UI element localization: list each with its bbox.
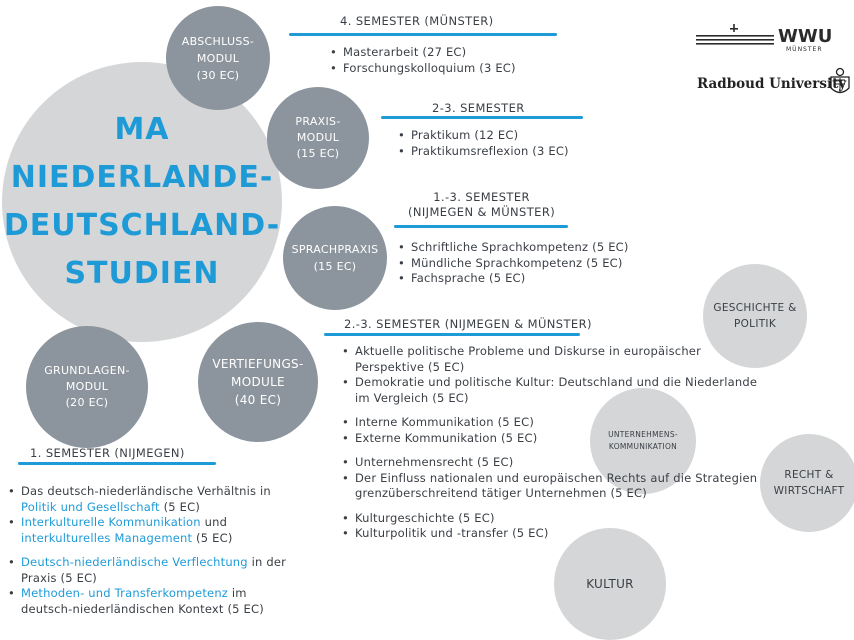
praxismodul-label: PRAXIS- MODUL (15 EC) (295, 115, 341, 160)
vertiefungsmodule-circle: VERTIEFUNGS- MODULE (40 EC) (198, 322, 318, 442)
wwu-logo-subtext: MÜNSTER (786, 46, 823, 53)
list-item: Deutsch-niederländische Verflechtung in … (8, 555, 300, 586)
program-title: MA NIEDERLANDE- DEUTSCHLAND- STUDIEN (3, 112, 281, 291)
program-title-circle: MA NIEDERLANDE- DEUTSCHLAND- STUDIEN (2, 62, 282, 342)
semester-2-3-vertiefung-list: Aktuelle politische Probleme und Diskurs… (342, 344, 762, 542)
semester-1-3-heading: 1.-3. SEMESTER (NIJMEGEN & MÜNSTER) (408, 190, 556, 219)
list-item: Masterarbeit (27 EC) (330, 45, 516, 61)
list-item: Methoden- und Transferkompetenz im deuts… (8, 586, 300, 617)
kultur-circle: KULTUR (554, 528, 666, 640)
sprachpraxis-label: SPRACHPRAXIS (15 EC) (291, 243, 379, 273)
semester-1-list: Das deutsch-niederländische Verhältnis i… (8, 484, 300, 617)
semester-1-heading: 1. SEMESTER (NIJMEGEN) (30, 446, 185, 460)
semester-2-3-praxis-list: Praktikum (12 EC) Praktikumsreflexion (3… (398, 128, 569, 159)
semester-2-3-praxis-heading: 2-3. SEMESTER (432, 101, 525, 115)
grundlagenmodul-circle: GRUNDLAGEN- MODUL (20 EC) (26, 326, 148, 448)
vertiefungsmodule-label: VERTIEFUNGS- MODULE (40 EC) (212, 357, 304, 407)
semester-2-3-vertiefung-underline (324, 333, 580, 336)
recht-wirtschaft-circle: RECHT & WIRTSCHAFT (760, 434, 854, 532)
semester-4-list: Masterarbeit (27 EC) Forschungskolloquiu… (330, 45, 516, 76)
list-item: Praktikum (12 EC) (398, 128, 569, 144)
list-item: Das deutsch-niederländische Verhältnis i… (8, 484, 300, 515)
kultur-label: KULTUR (586, 577, 634, 591)
list-item: Fachsprache (5 EC) (398, 271, 629, 287)
list-item: Demokratie und politische Kultur: Deutsc… (342, 375, 762, 406)
wwu-logo-text: WWU (778, 26, 833, 47)
list-item: Der Einfluss nationalen und europäischen… (342, 471, 762, 502)
recht-wirtschaft-label: RECHT & WIRTSCHAFT (773, 469, 845, 497)
list-item: Praktikumsreflexion (3 EC) (398, 144, 569, 160)
list-item: Kulturgeschichte (5 EC) (342, 511, 762, 527)
sprachpraxis-circle: SPRACHPRAXIS (15 EC) (283, 206, 387, 310)
abschlussmodul-label: ABSCHLUSS- MODUL (30 EC) (181, 34, 255, 82)
list-item: Externe Kommunikation (5 EC) (342, 431, 762, 447)
geschichte-politik-label: GESCHICHTE & POLITIK (713, 302, 797, 330)
semester-2-3-vertiefung-heading: 2.-3. SEMESTER (NIJMEGEN & MÜNSTER) (344, 317, 592, 331)
list-item: Forschungskolloquium (3 EC) (330, 61, 516, 77)
semester-2-3-praxis-underline (381, 116, 583, 119)
semester-4-underline (289, 33, 557, 36)
radboud-logo-text: Radboud University (697, 76, 847, 92)
abschlussmodul-circle: ABSCHLUSS- MODUL (30 EC) (166, 6, 270, 110)
list-item: Schriftliche Sprachkompetenz (5 EC) (398, 240, 629, 256)
semester-4-heading: 4. SEMESTER (MÜNSTER) (340, 14, 494, 28)
list-item: Kulturpolitik und -transfer (5 EC) (342, 526, 762, 542)
grundlagenmodul-label: GRUNDLAGEN- MODUL (20 EC) (44, 364, 130, 409)
praxismodul-circle: PRAXIS- MODUL (15 EC) (267, 87, 369, 189)
radboud-seal-icon (830, 67, 850, 94)
semester-1-underline (18, 462, 216, 465)
list-item: Interne Kommunikation (5 EC) (342, 415, 762, 431)
semester-1-3-underline (394, 225, 568, 228)
list-item: Mündliche Sprachkompetenz (5 EC) (398, 256, 629, 272)
semester-1-3-list: Schriftliche Sprachkompetenz (5 EC) Münd… (398, 240, 629, 287)
list-item: Unternehmensrecht (5 EC) (342, 455, 762, 471)
list-item: Interkulturelle Kommunikation und interk… (8, 515, 300, 546)
list-item: Aktuelle politische Probleme und Diskurs… (342, 344, 725, 375)
wwu-logo-mark (696, 24, 774, 45)
